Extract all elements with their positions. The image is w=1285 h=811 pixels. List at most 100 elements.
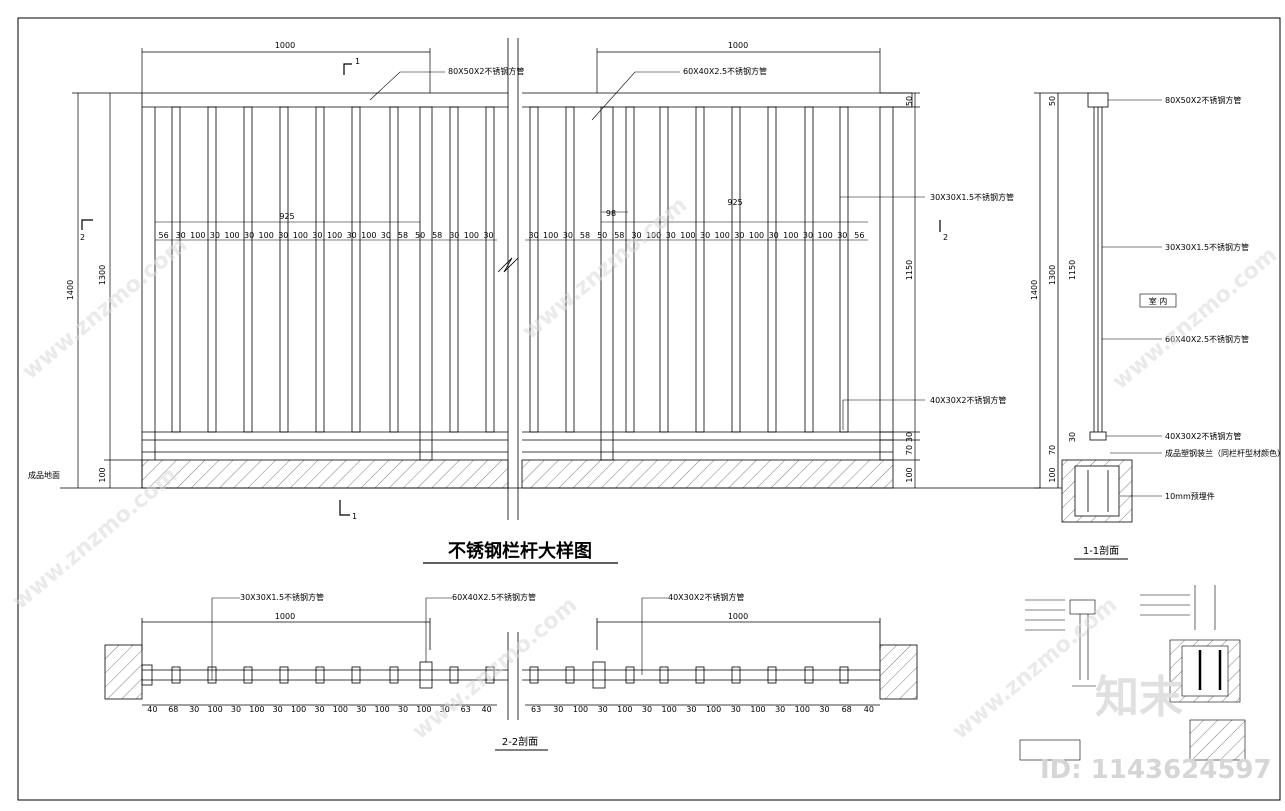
s11-dim-1300: 1300 [1048, 265, 1057, 285]
section-11-title: 1-1剖面 [1083, 544, 1119, 557]
s22-post-5 [351, 666, 361, 684]
elevation-leaders [369, 71, 925, 430]
baluster-6 [389, 106, 399, 433]
baluster-1 [207, 106, 217, 433]
section-marks [81, 63, 941, 516]
s22-dims-left-7: 100 [291, 705, 306, 714]
baluster-11 [565, 106, 575, 433]
baluster-8 [449, 106, 459, 433]
top-dimension-lines [141, 48, 881, 93]
baluster-group [171, 106, 849, 461]
baluster-10 [529, 106, 539, 433]
s22-post-0 [171, 666, 181, 684]
span-dimension-lines [155, 211, 868, 241]
s22-dims-right-4: 100 [617, 705, 632, 714]
s22-post-17 [839, 666, 849, 684]
spacing-left-3: 30 [210, 231, 220, 240]
baluster-12 [600, 106, 614, 461]
s11-dim-50: 50 [1048, 96, 1057, 106]
label-top-rail-left: 80X50X2不锈钢方管 [448, 66, 524, 76]
spacing-right-19: 56 [854, 231, 864, 240]
section-22-title: 2-2剖面 [502, 735, 538, 748]
s22-post-11 [625, 666, 635, 684]
dim-70-right: 70 [905, 445, 914, 455]
s22-dims-right-5: 30 [642, 705, 652, 714]
s22-post-6 [389, 666, 399, 684]
s22-top-dim-right: 1000 [728, 612, 748, 621]
s11-label-2: 60X40X2.5不锈钢方管 [1165, 334, 1249, 344]
s22-dims-left-0: 40 [147, 705, 157, 714]
s22-dims-left-14: 30 [440, 705, 450, 714]
spacing-right-10: 30 [700, 231, 710, 240]
section-11-leaders [1102, 99, 1177, 497]
s22-post-7 [449, 666, 459, 684]
s22-dims-left-6: 30 [273, 705, 283, 714]
s22-dims-right-13: 30 [819, 705, 829, 714]
span-dim-left: 925 [279, 212, 294, 221]
spacing-left-18: 100 [464, 231, 479, 240]
dim-1300: 1300 [98, 265, 107, 285]
top-dim-left: 1000 [275, 41, 295, 50]
s11-dim-1150: 1150 [1068, 260, 1077, 280]
s22-post-14 [731, 666, 741, 684]
s22-dims-left-1: 68 [168, 705, 178, 714]
spacing-right-3: 58 [580, 231, 590, 240]
baluster-19 [839, 106, 849, 433]
s11-label-1: 30X30X1.5不锈钢方管 [1165, 242, 1249, 252]
s11-label-5: 10mm预埋件 [1165, 491, 1215, 501]
s22-dims-left-15: 63 [461, 705, 471, 714]
dim-100-right: 100 [905, 467, 914, 482]
spacing-right-0: 30 [529, 231, 539, 240]
section-11-view [1034, 92, 1133, 523]
spacing-left-8: 100 [293, 231, 308, 240]
watermark-site-5: www.znzmo.com [408, 593, 582, 745]
s22-dims-right-6: 100 [662, 705, 677, 714]
spacing-left-19: 30 [483, 231, 493, 240]
s22-dims-left-3: 100 [207, 705, 222, 714]
section-22-leaders [211, 597, 668, 680]
baluster-16 [731, 106, 741, 433]
spacing-left-15: 50 [415, 231, 425, 240]
watermark-site-1: www.znzmo.com [18, 233, 192, 385]
s22-dims-left-8: 30 [314, 705, 324, 714]
s22-label-1: 60X40X2.5不锈钢方管 [452, 592, 536, 602]
detail-thumbnails [1019, 585, 1246, 761]
s22-post-2 [243, 666, 253, 684]
baluster-3 [279, 106, 289, 433]
watermark-brand: 知末 [1095, 672, 1183, 723]
baluster-9 [485, 106, 495, 433]
spacing-left-0: 56 [159, 231, 169, 240]
span-dim-98: 98 [606, 209, 616, 218]
s22-label-0: 30X30X1.5不锈钢方管 [240, 592, 324, 602]
s22-post-4 [315, 666, 325, 684]
top-dim-right: 1000 [728, 41, 748, 50]
watermark-id: ID: 1143624597 [1040, 755, 1272, 785]
s22-post-3 [279, 666, 289, 684]
s22-dims-left-2: 30 [189, 705, 199, 714]
s22-dims-right-8: 100 [706, 705, 721, 714]
spacing-right-7: 100 [646, 231, 661, 240]
s22-dims-left-5: 100 [249, 705, 264, 714]
s22-dims-right-7: 30 [686, 705, 696, 714]
spacing-right-17: 100 [817, 231, 832, 240]
spacing-right-1: 100 [543, 231, 558, 240]
s22-post-8 [485, 666, 495, 684]
baluster-17 [767, 106, 777, 433]
s11-label-0: 80X50X2不锈钢方管 [1165, 95, 1241, 105]
baluster-15 [695, 106, 705, 433]
spacing-left-14: 58 [398, 231, 408, 240]
label-top-rail-right: 60X40X2.5不锈钢方管 [683, 66, 767, 76]
spacing-right-12: 30 [734, 231, 744, 240]
spacing-right-11: 100 [715, 231, 730, 240]
baluster-13 [625, 106, 635, 433]
s22-dims-right-12: 100 [795, 705, 810, 714]
s22-dims-left-12: 30 [398, 705, 408, 714]
s22-post-15 [767, 666, 777, 684]
spacing-right-9: 100 [680, 231, 695, 240]
spacing-right-6: 30 [631, 231, 641, 240]
s22-post-12 [659, 666, 669, 684]
baluster-18 [804, 106, 814, 433]
